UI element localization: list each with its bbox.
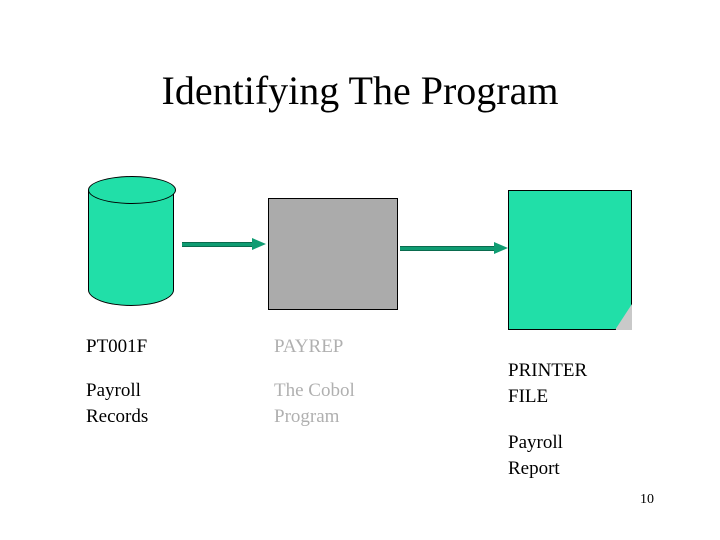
output-file-name-line2: FILE: [508, 386, 549, 407]
input-file-description-line2: Records: [86, 406, 149, 427]
program-description-line2: Program: [274, 406, 340, 427]
arrow-program-to-output-icon: [400, 242, 508, 254]
arrow-head: [252, 238, 266, 250]
program-description-line1: The Cobol: [274, 380, 355, 401]
arrow-head: [494, 242, 508, 254]
input-file-description-label: Payroll Records: [86, 378, 216, 430]
output-file-name-label: PRINTER FILE: [508, 358, 658, 410]
program-name-label: PAYREP: [274, 336, 344, 357]
cylinder-body: [88, 190, 174, 306]
program-description-label: The Cobol Program: [274, 378, 404, 430]
arrow-shaft: [182, 242, 252, 247]
output-file-description-line2: Report: [508, 458, 560, 479]
arrow-shaft: [400, 246, 494, 251]
cylinder-top-ellipse: [88, 176, 176, 204]
output-file-description-line1: Payroll: [508, 432, 563, 453]
arrow-input-to-program-icon: [182, 238, 266, 250]
page-title: Identifying The Program: [161, 68, 559, 113]
input-file-description-line1: Payroll: [86, 380, 141, 401]
output-file-name-line1: PRINTER: [508, 360, 588, 381]
program-rectangle-shape: [268, 198, 398, 310]
output-file-document-shape: [508, 190, 632, 330]
input-file-name-label: PT001F: [86, 336, 148, 357]
output-file-description-label: Payroll Report: [508, 430, 658, 482]
input-file-cylinder-shape: [88, 176, 176, 308]
document-body: [508, 190, 632, 330]
page-number: 10: [640, 492, 654, 507]
